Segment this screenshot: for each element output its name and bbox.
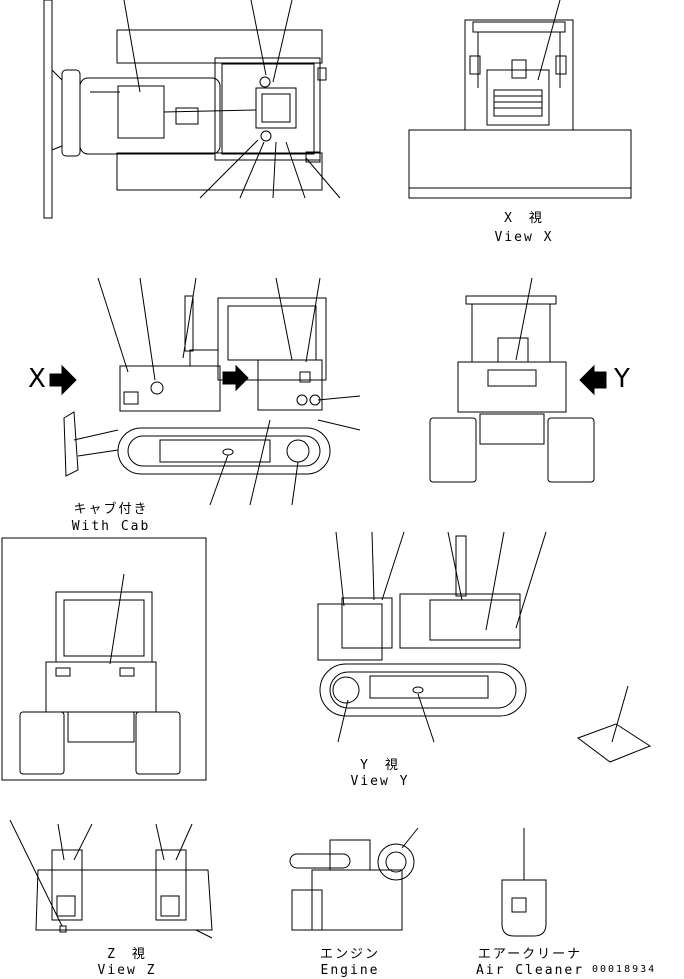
air-cleaner-label-en: Air Cleaner [475, 963, 585, 978]
view-x-drawing [408, 0, 632, 199]
view-y-drawing [317, 531, 652, 763]
view-z-label-en: View Z [97, 963, 157, 978]
with-cab-label-en: With Cab [71, 519, 151, 534]
air-cleaner-label-jp: エアークリーナ [477, 947, 583, 962]
engine-label-jp: エンジン [319, 947, 380, 962]
air-cleaner-drawing [501, 828, 547, 937]
with-cab-inset [1, 537, 207, 781]
arrow-x-letter: X [28, 364, 46, 394]
view-y-label-en: View Y [350, 774, 410, 789]
view-y-label-jp: Y 視 [360, 758, 400, 773]
rear-view [429, 277, 607, 483]
drawing-code: 00018934 [592, 964, 657, 975]
top-view-dozer [43, 0, 341, 219]
view-x-label-en: View X [494, 230, 554, 245]
side-view-cab [49, 277, 361, 506]
with-cab-label-jp: キャブ付き [73, 502, 149, 517]
view-z-label-jp: Z 視 [107, 947, 147, 962]
engine-drawing [289, 827, 419, 931]
engine-label-en: Engine [320, 963, 380, 978]
view-z-drawing [9, 819, 213, 939]
view-x-label-jp: X 視 [504, 211, 544, 226]
arrow-y-letter: Y [614, 364, 630, 394]
